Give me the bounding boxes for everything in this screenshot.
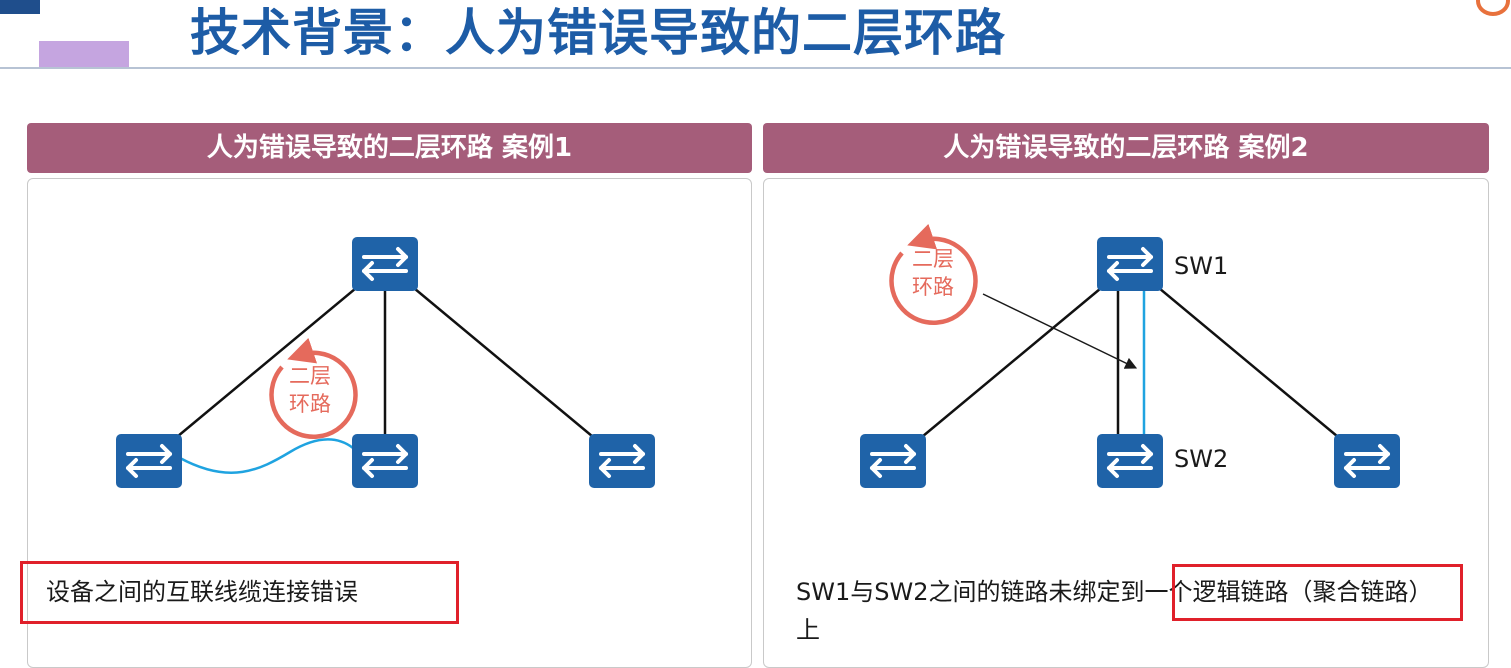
corner-decoration [0,0,40,14]
sw1-label: SW1 [1174,252,1228,280]
panel-1-highlight-box [20,561,459,624]
panel-2-links [892,263,1368,462]
panel-2-loop-label-line2: 环路 [912,275,954,299]
link-top-left [147,263,386,462]
switch-icon [1334,434,1400,488]
page-title: 技术背景：人为错误导致的二层环路 [190,4,1006,62]
miswired-cable [179,438,354,474]
link-sw1-right [1129,263,1368,462]
panel-1-loop-label-line1: 二层 [289,364,331,388]
sw2-label: SW2 [1174,445,1228,473]
panel-1-loop-icon: 二层 环路 [269,337,358,440]
panel-2-header: 人为错误导致的二层环路 案例2 [763,123,1489,173]
switch-icon [116,434,182,488]
switch-icon [860,434,926,488]
panel-2-highlight-box [1172,564,1463,621]
panel-1-caption: 设备之间的互联线缆连接错误 [46,578,358,606]
pointer-arrow [982,293,1138,369]
link-top-right [384,263,623,462]
title-accent-bar [39,41,129,67]
panel-2-loop-label-line1: 二层 [912,247,954,271]
panel-2-caption: SW1与SW2之间的链路未绑定到一个逻辑链路（聚合链路）上 [796,578,1433,644]
panel-1-body [27,178,752,668]
panel-1-header: 人为错误导致的二层环路 案例1 [27,123,752,173]
title-divider [0,67,1511,69]
loop-arrow-icon [269,337,358,440]
switch-icon [589,434,655,488]
panel-1-loop-label-line2: 环路 [289,392,331,416]
switch-icon [352,434,418,488]
panel-2-loop-icon: 二层 环路 [889,223,978,326]
logo-icon [1476,0,1510,16]
switch-icon [1097,237,1163,291]
switch-icon [1097,434,1163,488]
switch-icon [352,237,418,291]
panel-1-links [147,263,623,474]
link-sw1-left [892,263,1131,462]
loop-arrow-icon [889,223,978,326]
